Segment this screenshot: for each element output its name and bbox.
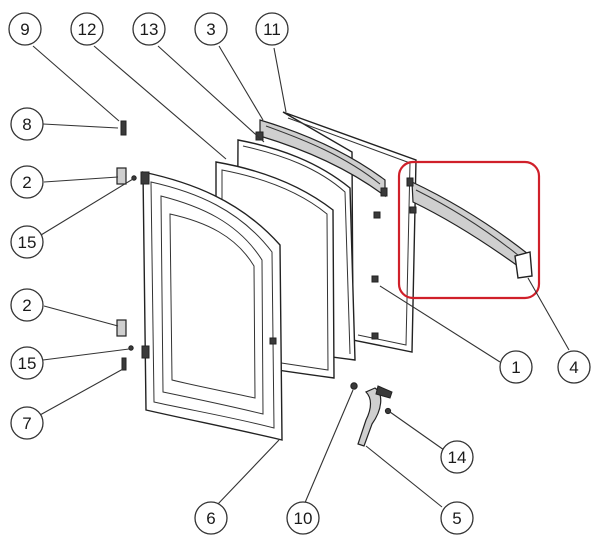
callout-4: 4 (557, 350, 591, 384)
callout-6-label: 6 (206, 509, 215, 528)
bracket-lower-part-2 (116, 319, 127, 337)
callout-14-label: 14 (448, 448, 467, 467)
callout-10: 10 (286, 501, 320, 535)
callout-4-label: 4 (569, 358, 578, 377)
callout-6: 6 (194, 501, 228, 535)
bracket-upper-part-2 (116, 167, 127, 185)
pin-part-8 (120, 120, 127, 136)
callout-10-label: 10 (294, 509, 313, 528)
callout-2-upper: 2 (10, 165, 44, 199)
knob-part-10 (350, 382, 358, 390)
callout-5-label: 5 (452, 509, 461, 528)
callout-12: 12 (70, 12, 104, 46)
callout-9: 9 (8, 12, 42, 46)
callout-2-upper-label: 2 (22, 173, 31, 192)
callout-13-label: 13 (140, 20, 159, 39)
callout-7: 7 (10, 406, 44, 440)
callout-3-label: 3 (206, 20, 215, 39)
callout-14: 14 (440, 440, 474, 474)
callout-1: 1 (499, 350, 533, 384)
callout-15-lower: 15 (10, 346, 44, 380)
callout-13: 13 (132, 12, 166, 46)
callout-15-lower-label: 15 (18, 354, 37, 373)
callout-7-label: 7 (22, 414, 31, 433)
callout-3: 3 (194, 12, 228, 46)
callout-11-label: 11 (263, 20, 281, 39)
callout-12-label: 12 (78, 20, 97, 39)
leader-lines (32, 45, 570, 508)
callout-2-lower-label: 2 (22, 296, 31, 315)
callout-1-label: 1 (511, 358, 520, 377)
top-bar-part-3 (255, 119, 388, 198)
highlight-box (397, 160, 541, 300)
deflector-bar-part-4 (406, 177, 533, 279)
spring-part-14 (384, 407, 392, 415)
callout-5: 5 (440, 501, 474, 535)
handle-part-5 (357, 385, 393, 447)
washer-lower-part-15 (128, 345, 134, 351)
callout-8: 8 (10, 107, 44, 141)
callout-15-upper-label: 15 (18, 233, 37, 252)
callout-9-label: 9 (20, 20, 29, 39)
callout-8-label: 8 (22, 115, 31, 134)
callout-15-upper: 15 (10, 225, 44, 259)
callout-2-lower: 2 (10, 288, 44, 322)
back-plate-part-11 (282, 111, 417, 353)
door-frame-part-6 (140, 171, 283, 441)
screw-part-7 (121, 357, 127, 371)
callout-11: 11 (255, 12, 289, 46)
